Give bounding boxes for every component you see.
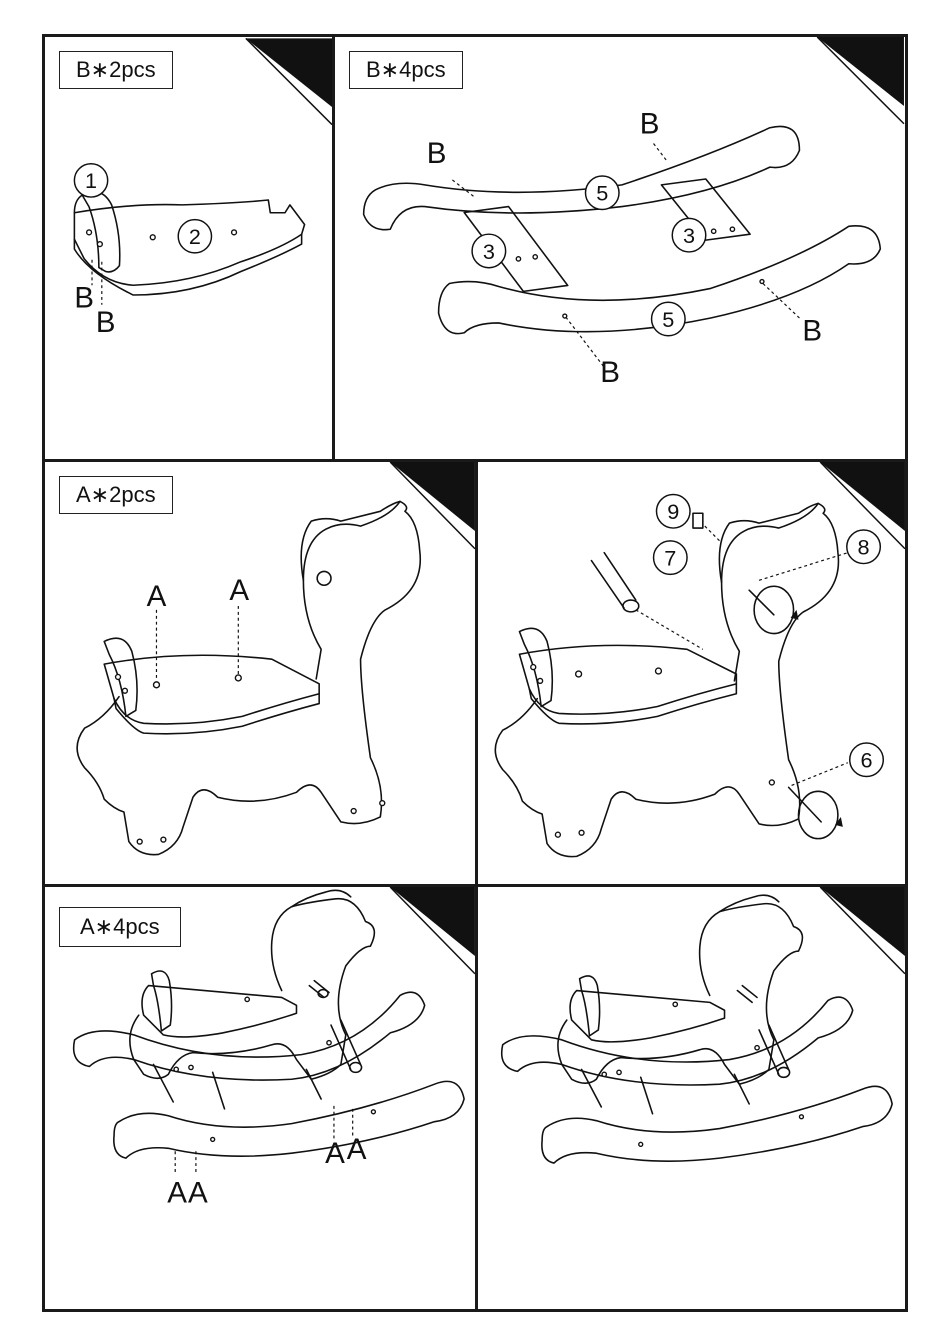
screw-label-b: B — [74, 282, 94, 315]
step-panel-2: 5 3 3 5 B B B B B∗4pcs — [332, 34, 908, 462]
screw-label-a: A — [167, 1177, 187, 1210]
screw-label-b: B — [802, 315, 822, 348]
step-panel-4: 7 9 8 6 — [475, 459, 908, 887]
screw-label-a: A — [147, 580, 167, 613]
screw-label-b: B — [640, 108, 660, 141]
step-panel-5: A A A A A∗4pcs — [42, 884, 478, 1312]
callout-9: 9 — [667, 499, 679, 524]
quantity-label: A∗4pcs — [59, 907, 181, 947]
callout-7: 7 — [664, 546, 676, 571]
quantity-label: A∗2pcs — [59, 476, 173, 514]
step-panel-1: 1 2 B B B∗2pcs — [42, 34, 335, 462]
screw-label-b: B — [96, 306, 116, 339]
quantity-label: B∗4pcs — [349, 51, 463, 89]
callout-5: 5 — [662, 307, 674, 332]
callout-2: 2 — [189, 225, 201, 249]
step-4-illustration: 7 9 8 6 — [478, 462, 905, 884]
step-2-illustration: 5 3 3 5 B B B B — [335, 37, 905, 459]
callout-5: 5 — [596, 181, 608, 206]
step-6-illustration — [478, 887, 905, 1309]
step-1-illustration: 1 2 B B — [45, 37, 332, 459]
step-panel-3: A A A∗2pcs — [42, 459, 478, 887]
quantity-label: B∗2pcs — [59, 51, 173, 89]
step-panel-6 — [475, 884, 908, 1312]
callout-8: 8 — [858, 535, 870, 560]
step-5-illustration: A A A A — [45, 887, 475, 1309]
callout-3: 3 — [483, 239, 495, 264]
screw-label-b: B — [600, 356, 620, 389]
step-3-illustration: A A — [45, 462, 475, 884]
screw-label-b: B — [427, 137, 447, 170]
screw-label-a: A — [229, 574, 249, 607]
screw-label-a: A — [325, 1137, 345, 1170]
screw-label-a: A — [188, 1177, 208, 1210]
screw-label-a: A — [347, 1133, 367, 1166]
callout-1: 1 — [85, 169, 97, 193]
callout-3: 3 — [683, 223, 695, 248]
callout-6: 6 — [860, 748, 872, 773]
